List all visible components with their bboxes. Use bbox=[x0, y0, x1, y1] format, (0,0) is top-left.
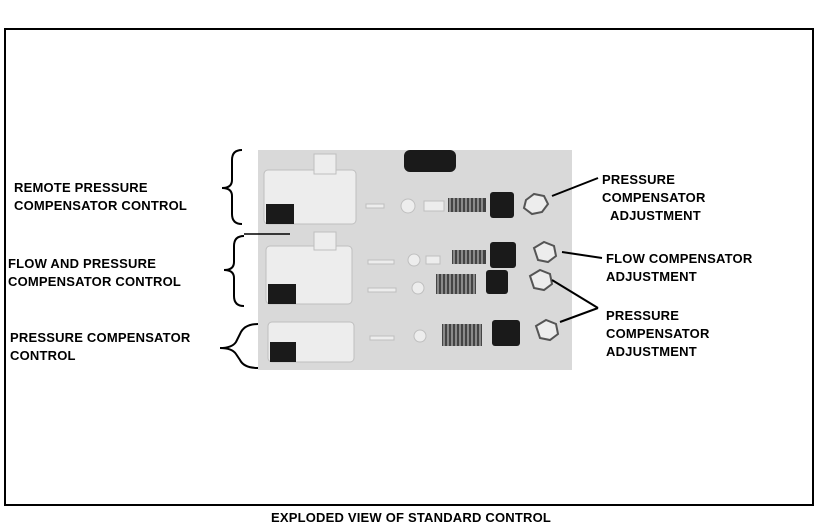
lock-nut bbox=[528, 268, 554, 292]
adjuster-nut bbox=[492, 320, 520, 346]
leader-pressure-top bbox=[551, 177, 599, 197]
label-line: REMOTE PRESSURE bbox=[14, 180, 148, 195]
pin bbox=[369, 335, 395, 341]
label-line: ADJUSTMENT bbox=[606, 344, 697, 359]
label-line: PRESSURE COMPENSATOR bbox=[10, 330, 191, 345]
label-line: COMPENSATOR CONTROL bbox=[8, 274, 182, 289]
valve-endcap bbox=[270, 342, 296, 362]
label-line: COMPENSATOR bbox=[602, 190, 706, 205]
ball-seat bbox=[400, 198, 416, 214]
figure-caption: EXPLODED VIEW OF STANDARD CONTROL bbox=[270, 510, 552, 525]
valve-endcap bbox=[266, 204, 294, 224]
adjuster-nut bbox=[490, 242, 516, 268]
ball-seat bbox=[413, 329, 427, 343]
leader-flow bbox=[561, 251, 603, 259]
label-line: COMPENSATOR CONTROL bbox=[14, 198, 188, 213]
adjuster-nut bbox=[490, 192, 514, 218]
figure-frame bbox=[4, 28, 814, 506]
poppet bbox=[423, 200, 445, 212]
label-line: CONTROL bbox=[10, 348, 76, 363]
label-pressure-compensator-control: PRESSURE COMPENSATOR CONTROL bbox=[10, 329, 191, 365]
lock-nut bbox=[532, 240, 558, 264]
handle-shadow bbox=[404, 150, 456, 172]
label-flow-compensator-adjustment: FLOW COMPENSATOR ADJUSTMENT bbox=[606, 250, 752, 286]
adjuster-nut bbox=[486, 270, 508, 294]
valve-endcap bbox=[268, 284, 296, 304]
label-line: FLOW AND PRESSURE bbox=[8, 256, 157, 271]
valve-boss bbox=[313, 231, 337, 251]
label-flow-and-pressure-control: FLOW AND PRESSURE COMPENSATOR CONTROL bbox=[8, 255, 181, 291]
parts-photo bbox=[258, 150, 572, 370]
flow-pressure-control-assembly bbox=[265, 231, 558, 305]
pin bbox=[367, 287, 397, 293]
leader-pressure-bottom bbox=[559, 307, 599, 323]
poppet bbox=[425, 255, 441, 265]
label-pressure-adjustment-top: PRESSURE COMPENSATOR ADJUSTMENT bbox=[602, 171, 706, 225]
pin bbox=[365, 203, 385, 209]
label-line: ADJUSTMENT bbox=[606, 269, 697, 284]
label-remote-pressure-control: REMOTE PRESSURE COMPENSATOR CONTROL bbox=[14, 179, 187, 215]
remote-control-assembly bbox=[263, 153, 550, 225]
lock-nut bbox=[534, 318, 560, 342]
label-line: COMPENSATOR bbox=[606, 326, 710, 341]
label-line: PRESSURE bbox=[602, 172, 676, 187]
brace-flow-pressure bbox=[223, 235, 245, 307]
brace-pressure bbox=[219, 323, 259, 369]
leader-pressure-mid bbox=[551, 279, 599, 309]
label-line: FLOW COMPENSATOR bbox=[606, 251, 753, 266]
label-line: ADJUSTMENT bbox=[610, 208, 701, 223]
brace-remote bbox=[221, 149, 243, 225]
ball-seat bbox=[411, 281, 425, 295]
label-line: PRESSURE bbox=[606, 308, 680, 323]
label-pressure-adjustment-bottom: PRESSURE COMPENSATOR ADJUSTMENT bbox=[606, 307, 710, 361]
valve-boss bbox=[313, 153, 337, 175]
lock-nut bbox=[522, 192, 550, 216]
pin bbox=[367, 259, 395, 265]
pressure-control-assembly bbox=[267, 318, 560, 363]
ball-seat bbox=[407, 253, 421, 267]
